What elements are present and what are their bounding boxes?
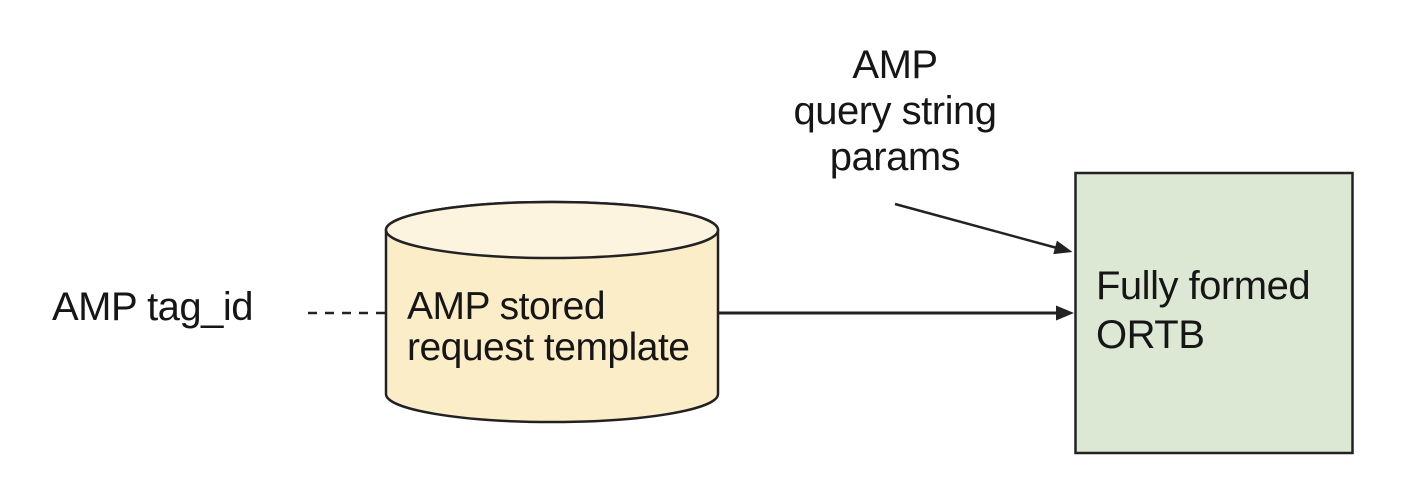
stored-request-label-line2: request template bbox=[407, 326, 690, 369]
stored-request-cylinder-top bbox=[384, 200, 720, 260]
query-params-label-line2: query string bbox=[793, 89, 997, 133]
amp-tag-id-label: AMP tag_id bbox=[52, 285, 254, 329]
stored-request-label-line1: AMP stored bbox=[407, 285, 606, 328]
ortb-label-line1: Fully formed bbox=[1096, 264, 1311, 308]
query-params-label-line3: params bbox=[829, 135, 961, 179]
arrowhead-cylinder-to-box bbox=[1056, 305, 1074, 321]
stored-request-label: AMP stored request template bbox=[407, 286, 690, 368]
ortb-label: Fully formed ORTB bbox=[1096, 262, 1311, 360]
connector-params-to-box bbox=[894, 202, 1058, 250]
query-params-label-line1: AMP bbox=[852, 43, 938, 87]
query-params-label: AMP query string params bbox=[745, 42, 1045, 180]
arrowhead-params-to-box bbox=[1053, 240, 1073, 255]
ortb-box bbox=[1074, 171, 1354, 455]
ortb-label-line2: ORTB bbox=[1096, 313, 1205, 357]
